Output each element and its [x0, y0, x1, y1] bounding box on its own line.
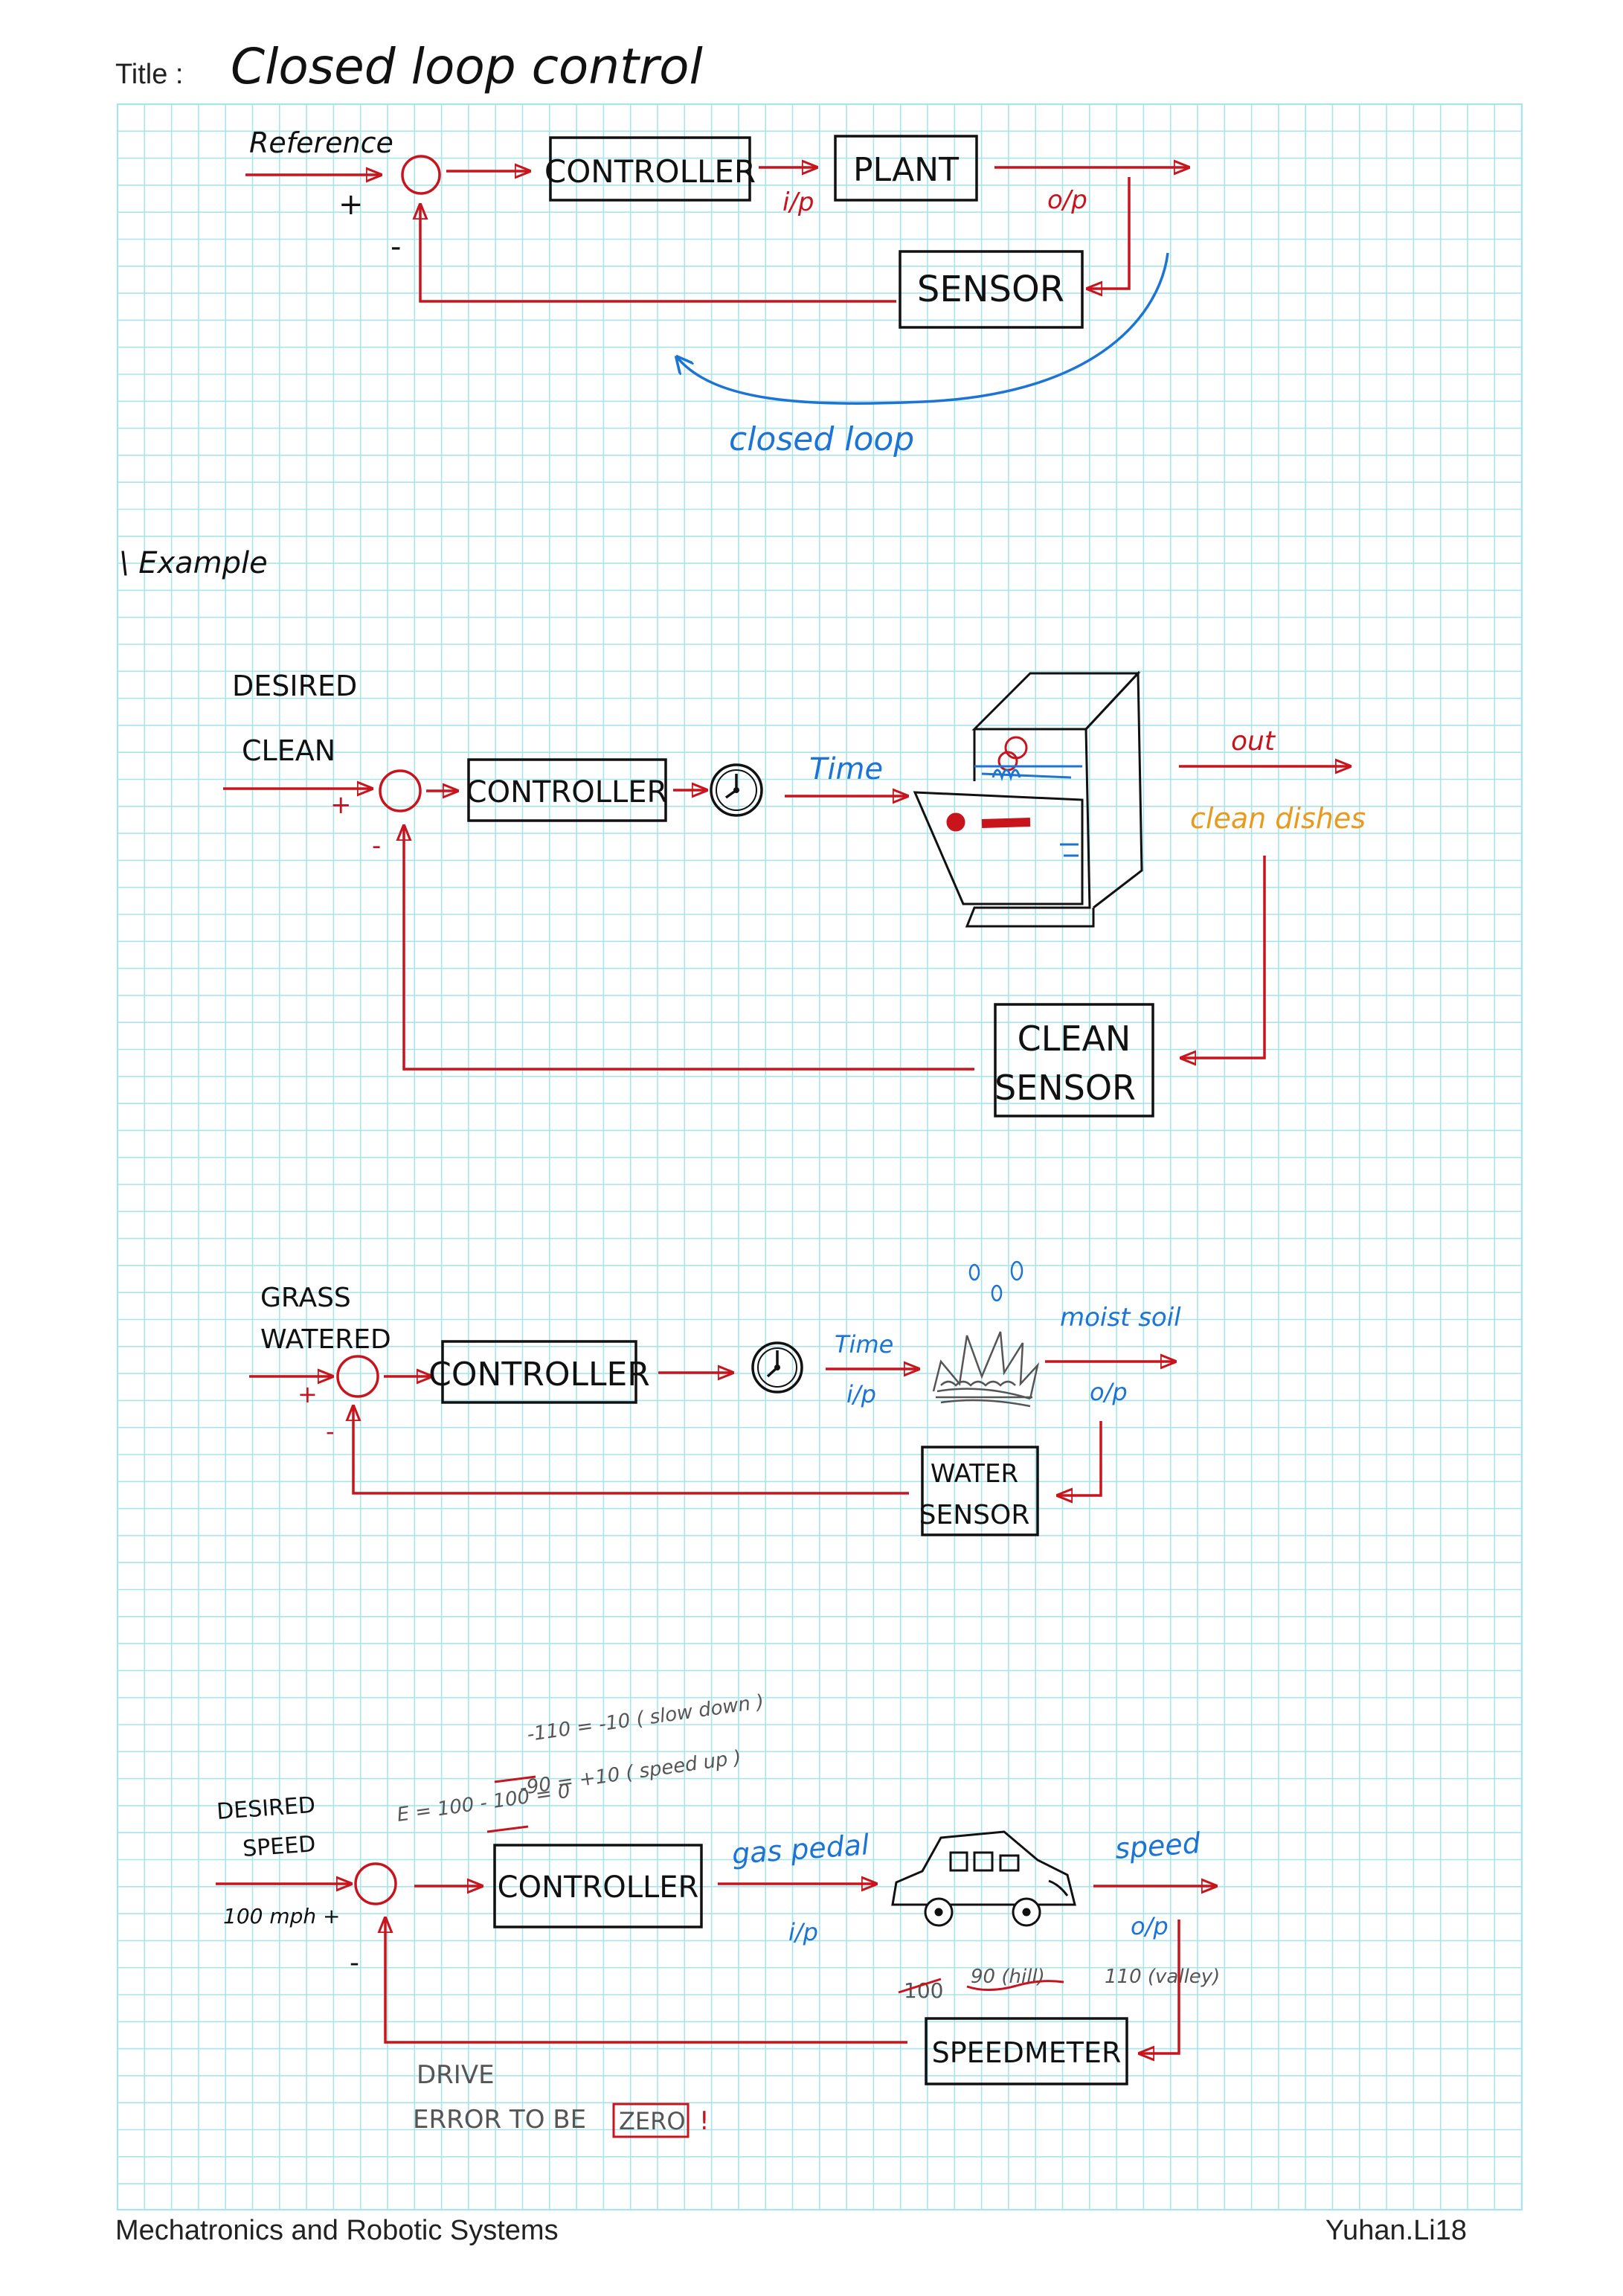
minus-sign-4: -	[350, 1948, 359, 1978]
summing-junction-4	[354, 1862, 397, 1905]
feedback-return-arrow-3	[353, 1406, 909, 1495]
minus-sign-3: -	[326, 1417, 335, 1446]
desired-speed-value: 100 mph +	[223, 1904, 341, 1928]
disturbance-90-strikeout	[966, 1980, 1064, 1992]
controller-block-3	[441, 1340, 637, 1404]
output-label: o/p	[1047, 185, 1087, 215]
plus-sign-2: +	[330, 790, 352, 820]
clean-sensor-label-1: CLEAN	[1018, 1019, 1131, 1059]
clean-dishes-label: clean dishes	[1190, 802, 1366, 835]
controller-label-3: CONTROLLER	[428, 1356, 650, 1394]
disturbance-100: 100	[904, 1978, 943, 2003]
output-label-3: o/p	[1090, 1378, 1128, 1406]
feedback-return-arrow-4	[385, 1918, 907, 2044]
time-label: Time	[809, 752, 883, 786]
footer-course: Mechatronics and Robotic Systems	[115, 2215, 559, 2246]
moist-soil-label: moist soil	[1060, 1303, 1181, 1333]
disturbance-100-strikeout	[898, 1978, 942, 1994]
title-label: Title :	[115, 59, 184, 90]
exclamation-mark: !	[699, 2106, 710, 2136]
plus-sign: +	[338, 187, 364, 222]
feedback-to-sensor-arrow-4	[1140, 1920, 1180, 2053]
minus-sign-2: -	[372, 831, 381, 861]
controller-label: CONTROLLER	[544, 153, 756, 190]
plant-block	[834, 135, 978, 202]
page-title: Closed loop control	[231, 38, 704, 95]
speedmeter-label: SPEEDMETER	[932, 2036, 1122, 2069]
dishwasher-icon	[913, 670, 1143, 928]
minus-sign: -	[391, 230, 401, 264]
controller-block	[549, 136, 751, 202]
zero-label: ZERO	[619, 2107, 686, 2135]
closed-loop-curve-arrow	[677, 252, 1169, 405]
timer-icon	[710, 763, 763, 817]
diagram-dishwasher: DESIRED CLEAN + - CONTROLLER Time	[223, 670, 1366, 1117]
footer-author: Yuhan.Li18	[1325, 2215, 1467, 2246]
diagram-grass: GRASS WATERED + - CONTROLLER Time i/p	[249, 1260, 1181, 1536]
feedback-to-sensor-arrow-3	[1058, 1421, 1102, 1495]
gas-pedal-label: gas pedal	[731, 1828, 871, 1870]
diagram-closed-loop-generic: Reference + - CONTROLLER i/p PLANT o/p S…	[245, 126, 1189, 458]
grass-label: GRASS	[260, 1283, 351, 1313]
water-sensor-label-1: WATER	[931, 1459, 1018, 1489]
note-line-1: -110 = -10 ( slow down )	[526, 1691, 765, 1746]
zero-box	[612, 2103, 690, 2138]
feedback-to-sensor-arrow-2	[1181, 856, 1266, 1058]
drive-label: DRIVE	[417, 2060, 495, 2090]
water-sensor-label-2: SENSOR	[919, 1500, 1030, 1530]
grass-icon	[932, 1331, 1040, 1408]
controller-label-2: CONTROLLER	[466, 775, 668, 809]
plus-sign-3: +	[298, 1380, 318, 1408]
input-label-4: i/p	[788, 1918, 818, 1946]
summing-junction-3	[336, 1355, 379, 1398]
note-strikeout	[486, 1775, 536, 1833]
desired-speed-label-1: DESIRED	[216, 1792, 316, 1825]
speed-label: speed	[1114, 1827, 1202, 1865]
clean-sensor-label-2: SENSOR	[994, 1068, 1136, 1108]
desired-label: DESIRED	[232, 670, 357, 702]
sensor-block	[899, 250, 1084, 329]
out-label: out	[1231, 726, 1276, 757]
timer-icon-3	[751, 1341, 803, 1394]
grid-border	[116, 103, 1523, 2211]
feedback-return-arrow	[420, 205, 896, 303]
feedback-to-sensor-arrow	[1087, 177, 1131, 289]
clean-label: CLEAN	[242, 734, 335, 767]
time-label-3: Time	[835, 1330, 893, 1359]
speedmeter-block	[925, 2017, 1128, 2085]
disturbance-110: 110 (valley)	[1105, 1966, 1220, 1988]
input-label: i/p	[782, 187, 814, 217]
output-label-4: o/p	[1131, 1912, 1169, 1940]
error-to-be-label: ERROR TO BE	[413, 2105, 586, 2135]
car-icon	[891, 1830, 1076, 1927]
desired-speed-label-2: SPEED	[242, 1831, 316, 1862]
summing-junction	[401, 155, 441, 195]
controller-block-4	[493, 1844, 703, 1928]
plant-label: PLANT	[853, 151, 959, 189]
input-label-3: i/p	[846, 1380, 876, 1408]
water-sensor-block	[921, 1446, 1039, 1536]
summing-junction-2	[379, 769, 422, 812]
rain-drops-icon	[968, 1260, 1023, 1302]
controller-block-2	[467, 758, 667, 822]
example-heading: \ Example	[119, 546, 268, 580]
sensor-label: SENSOR	[917, 269, 1064, 310]
watered-label: WATERED	[260, 1324, 391, 1355]
closed-loop-label: closed loop	[729, 420, 914, 458]
feedback-return-arrow-2	[404, 826, 974, 1071]
clean-sensor-block	[994, 1003, 1154, 1117]
reference-label: Reference	[249, 126, 393, 159]
controller-label-4: CONTROLLER	[498, 1870, 699, 1905]
disturbance-90: 90 (hill)	[971, 1966, 1045, 1988]
